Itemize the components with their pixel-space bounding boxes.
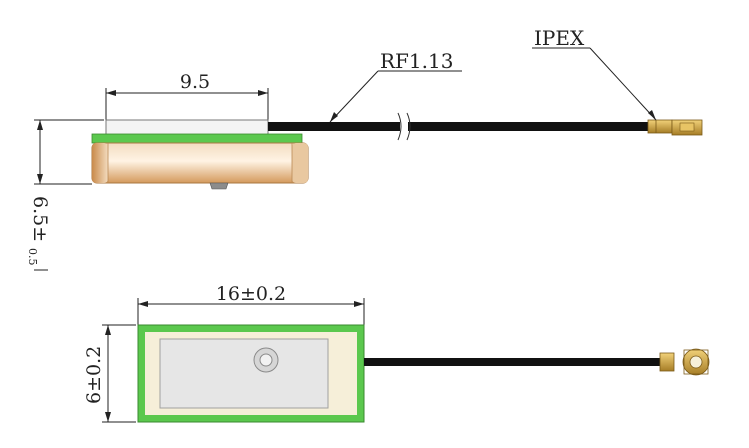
connector-label: IPEX <box>534 26 585 50</box>
ipex-connector-side <box>647 119 703 136</box>
feed-pin <box>209 182 229 190</box>
height-dimension-label: 6.5± <box>29 196 51 242</box>
side-view: 9.5 <box>26 26 703 271</box>
connector-callout: IPEX <box>532 26 657 121</box>
length-dimension-label: 16±0.2 <box>216 283 286 305</box>
top-width-dimension: 6±0.2 <box>83 324 136 423</box>
height-tolerance-label: 0.5 <box>26 248 39 266</box>
height-dimension: 6.5± 0.5 <box>26 119 104 271</box>
module-body <box>91 142 309 184</box>
top-cable <box>364 358 664 366</box>
ipex-connector-top <box>659 348 710 376</box>
cable-label: RF1.13 <box>380 49 453 73</box>
width-dimension: 9.5 <box>105 71 269 120</box>
cable-callout: RF1.13 <box>329 49 462 123</box>
length-dimension: 16±0.2 <box>137 283 365 326</box>
patch-element <box>159 338 329 409</box>
side-cable <box>268 112 648 141</box>
top-view: 16±0.2 6±0.2 <box>83 283 710 423</box>
feed-point <box>253 347 279 373</box>
pcb-strip <box>91 133 303 144</box>
top-width-dimension-label: 6±0.2 <box>83 346 105 404</box>
width-dimension-label: 9.5 <box>180 71 210 93</box>
